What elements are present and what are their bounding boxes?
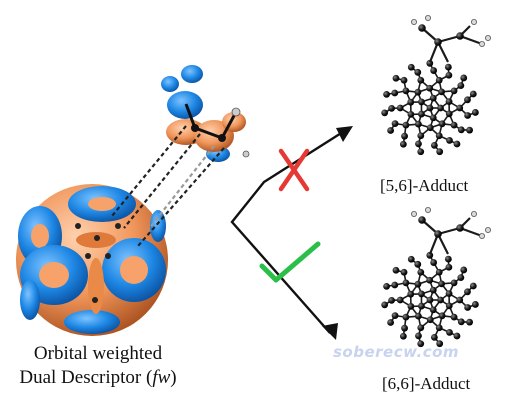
fullerene-isosurface	[16, 184, 168, 336]
adduct-56-label: [5,6]-Adduct	[380, 176, 469, 195]
cross-mark-icon	[278, 148, 310, 192]
check-mark-icon	[259, 241, 321, 283]
adduct-66-label: [6,6]-Adduct	[382, 374, 471, 393]
caption-line-2: Dual Descriptor (fw)	[19, 367, 177, 388]
reactant-isosurface	[161, 65, 250, 162]
descriptor-caption: Orbital weighted Dual Descriptor (fw)	[0, 342, 196, 390]
caption-italic-term: fw	[152, 367, 171, 388]
interaction-lines	[111, 125, 225, 247]
adduct-66-model	[381, 207, 492, 348]
watermark: soberecw.com	[333, 343, 460, 361]
reaction-branch-arrows	[230, 126, 353, 340]
caption-line-1: Orbital weighted	[33, 343, 163, 364]
adduct-56-model	[381, 15, 492, 156]
